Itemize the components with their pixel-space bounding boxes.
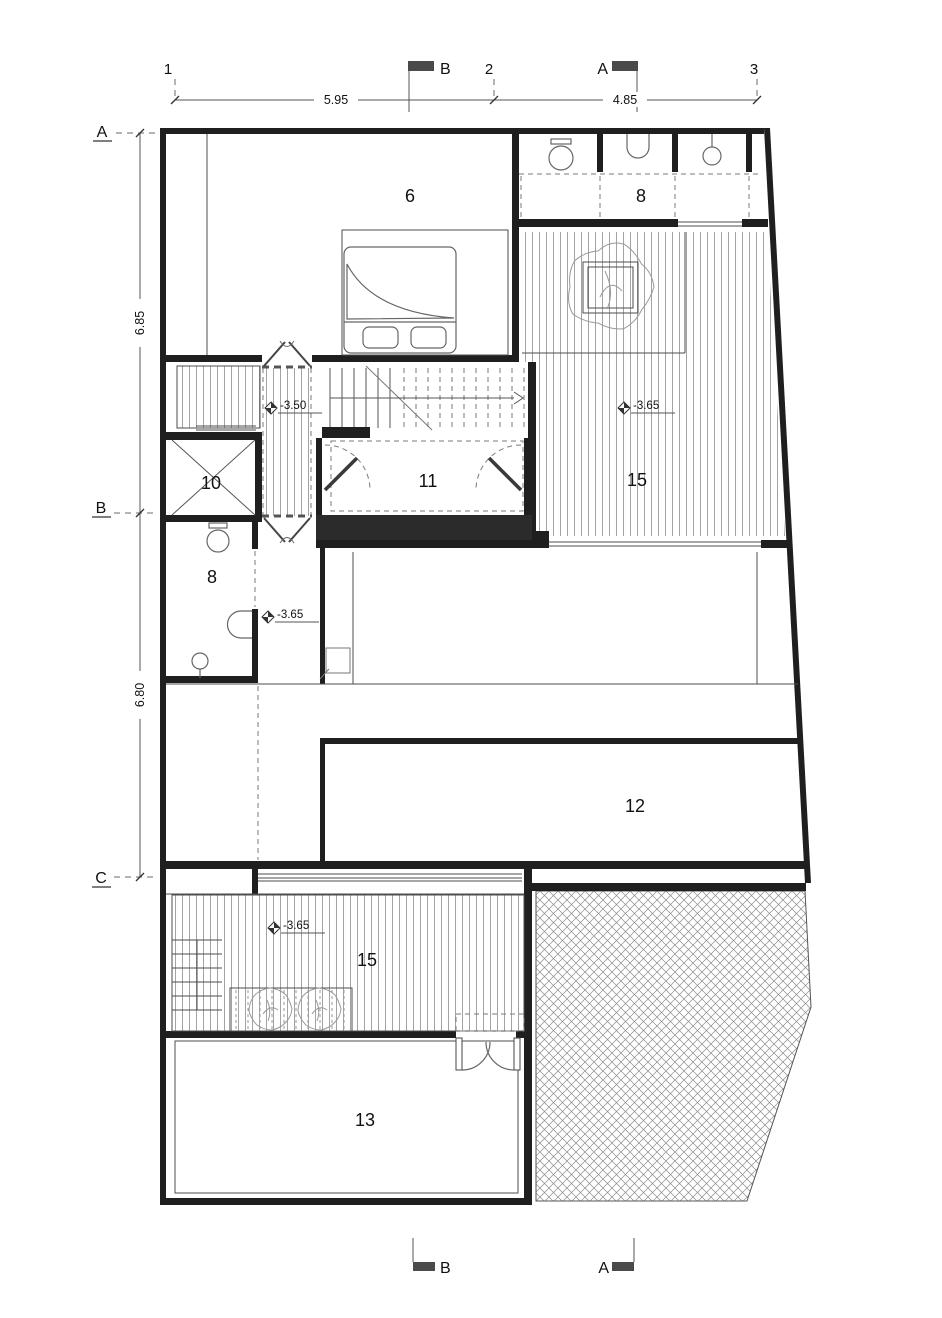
- grid-row-b: B: [96, 500, 107, 517]
- room-label-11: 11: [419, 471, 438, 491]
- grid-column-2: 2: [485, 61, 493, 78]
- dimension-left-2: 6.80: [133, 683, 147, 707]
- door-leaf-right: [487, 456, 523, 492]
- level-value-terrace-bottom: -3.65: [283, 920, 309, 932]
- room-label-12: 12: [625, 796, 645, 816]
- room-label-8-left: 8: [207, 567, 217, 587]
- section-marker-b-top: [408, 61, 434, 71]
- grid-column-3: 3: [750, 61, 758, 78]
- section-label-b-bottom: B: [440, 1260, 451, 1277]
- grid-row-a: A: [97, 124, 108, 141]
- level-markers: -3.50 -3.65 -3.65 -3.65: [261, 400, 675, 935]
- grid-row-c: C: [95, 870, 107, 887]
- level-value-terrace-right: -3.65: [633, 400, 659, 412]
- room-label-13: 13: [355, 1110, 375, 1130]
- room-label-8-top: 8: [636, 186, 646, 206]
- terrace-stairs: [172, 939, 222, 1011]
- toilet-icon: [548, 138, 574, 171]
- dimension-top-1: 5.95: [324, 93, 348, 107]
- hatched-areas: [172, 232, 812, 1202]
- stair-direction-arrow: [513, 391, 524, 405]
- level-value-corridor: -3.50: [280, 400, 306, 412]
- section-label-b-top: B: [440, 61, 451, 78]
- toilet-icon-left: [206, 522, 230, 553]
- dimension-top-2: 4.85: [613, 93, 637, 107]
- thin-lines: [166, 134, 798, 1194]
- section-label-a-bottom: A: [598, 1260, 609, 1277]
- annotations-left: A B C 6.85 6.80: [92, 124, 158, 888]
- double-swing-door-bottom: [263, 517, 311, 544]
- section-label-a-top: A: [597, 61, 608, 78]
- sink-icon: [702, 134, 722, 166]
- room-labels: 6 8 15 10 11 8 12 15 13: [201, 186, 647, 1130]
- terrace-bottom-hatch: [172, 895, 524, 1031]
- double-swing-door-top: [263, 340, 311, 367]
- room-label-15-right: 15: [627, 470, 647, 490]
- bidet-icon: [226, 610, 252, 639]
- ground-crosshatch: [535, 890, 812, 1202]
- elevator-shaft-x: [171, 439, 256, 516]
- dashed-lines: [235, 173, 762, 1032]
- room-label-6: 6: [405, 186, 415, 206]
- level-symbol-hall: [261, 610, 275, 624]
- main-stairs: [322, 365, 524, 438]
- section-marker-a-bottom: [612, 1262, 634, 1271]
- tree-large: [568, 242, 655, 330]
- annotations-bottom: B A: [412, 1238, 635, 1277]
- grid-column-1: 1: [164, 61, 172, 78]
- section-marker-b-bottom: [413, 1262, 435, 1271]
- fixtures: [171, 134, 722, 1071]
- section-marker-a-top: [612, 61, 638, 71]
- building-walls: [160, 128, 811, 1205]
- dimension-left-1: 6.85: [133, 311, 147, 335]
- wc-icon: [626, 134, 650, 159]
- level-value-hall: -3.65: [277, 609, 303, 621]
- room-label-10: 10: [201, 473, 221, 493]
- bed: [343, 246, 457, 354]
- bridge-corridor-hatch: [262, 368, 312, 516]
- double-door-room13: [455, 1037, 521, 1071]
- terrace-right-hatch: [522, 232, 785, 536]
- sink-icon-left: [191, 652, 209, 678]
- annotations-top: 1 2 3 B A 5.95 4.85: [164, 61, 762, 112]
- room-label-15-bottom: 15: [357, 950, 377, 970]
- door-leaf-left: [323, 456, 359, 492]
- balcony-strip-hatch: [177, 366, 260, 428]
